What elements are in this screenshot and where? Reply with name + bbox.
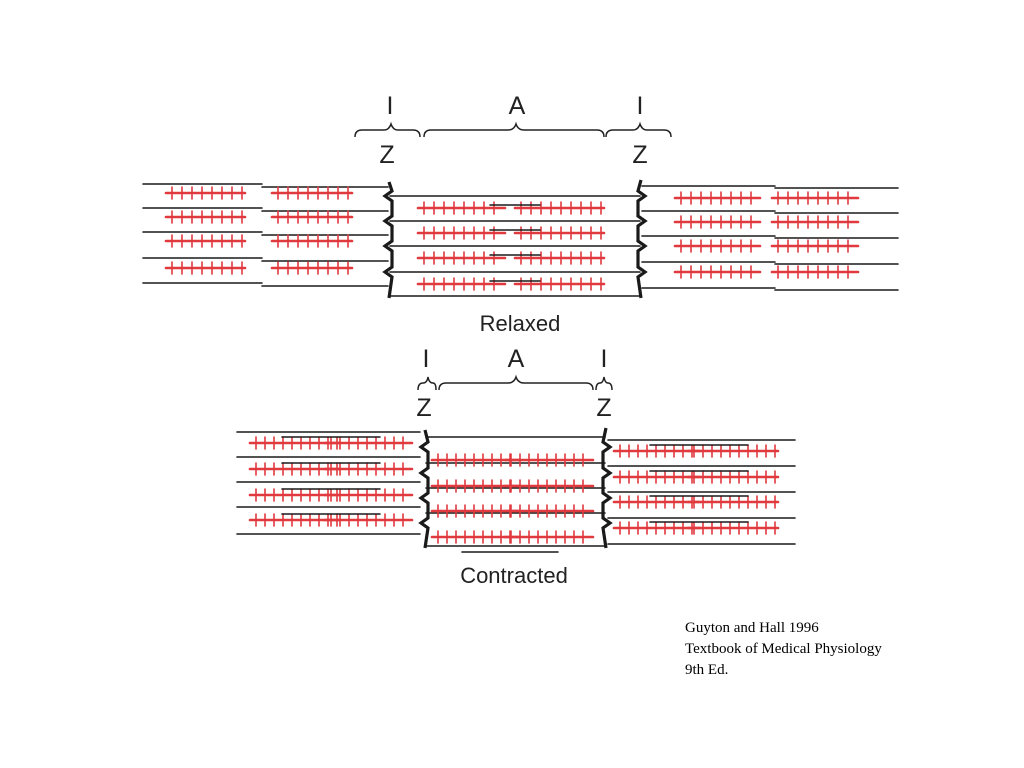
contracted-z-line-left (418, 429, 430, 549)
relaxed-z-line-left (382, 181, 394, 299)
relaxed-i-brace-right (605, 121, 672, 138)
contracted-i-brace-right (595, 376, 613, 391)
relaxed-i-label-right: I (637, 92, 644, 120)
relaxed-panel: I A I Z Z Relaxed (142, 92, 899, 336)
relaxed-state-label: Relaxed (480, 311, 561, 336)
contracted-i-label-right: I (601, 345, 608, 373)
contracted-a-brace (438, 374, 594, 391)
citation-line-3: 9th Ed. (685, 662, 729, 678)
relaxed-i-label-left: I (387, 92, 394, 120)
contracted-filaments (236, 427, 796, 553)
relaxed-z-label-right: Z (632, 141, 647, 169)
relaxed-a-label: A (509, 92, 526, 120)
relaxed-z-label-left: Z (379, 141, 394, 169)
contracted-z-label-right: Z (596, 394, 611, 422)
contracted-z-line-right (601, 427, 613, 549)
contracted-z-label-left: Z (416, 394, 431, 422)
contracted-state-label: Contracted (460, 563, 568, 588)
contracted-i-brace-left (417, 376, 437, 391)
contracted-band-braces (417, 374, 613, 391)
relaxed-band-braces (354, 121, 672, 138)
relaxed-i-brace-left (354, 121, 421, 138)
citation-line-2: Textbook of Medical Physiology (685, 641, 882, 657)
contracted-panel: I A I Z Z Contracted (236, 345, 796, 588)
contracted-a-label: A (508, 345, 525, 373)
citation-line-1: Guyton and Hall 1996 (685, 620, 819, 636)
relaxed-a-brace (423, 121, 605, 138)
contracted-i-label-left: I (423, 345, 430, 373)
relaxed-filaments (142, 179, 899, 299)
citation: Guyton and Hall 1996 Textbook of Medical… (685, 618, 882, 681)
relaxed-z-line-right (636, 179, 648, 299)
